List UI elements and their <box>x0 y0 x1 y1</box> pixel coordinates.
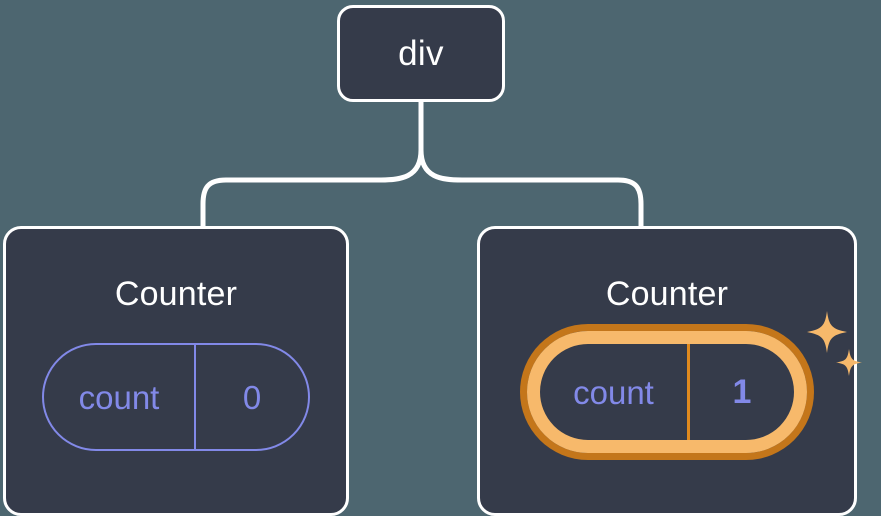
node-root-label: div <box>398 34 444 73</box>
connector-branch-right <box>418 147 644 229</box>
sparkles-group <box>807 311 862 376</box>
state-key-left: count <box>78 378 160 416</box>
state-pill-left[interactable]: count 0 <box>42 343 310 451</box>
node-counter-right[interactable]: Counter count 1 <box>477 226 862 516</box>
state-key-right: count <box>573 373 654 411</box>
sparkle-large-icon <box>807 311 847 353</box>
node-root-div[interactable]: div <box>337 5 505 102</box>
state-pill-right[interactable]: count 1 <box>527 331 807 453</box>
node-counter-right-title: Counter <box>605 275 729 313</box>
state-value-right: 1 <box>687 344 794 440</box>
diagram-canvas: div Counter count 0 Counter count 1 <box>3 5 862 516</box>
node-counter-left-title: Counter <box>114 275 238 313</box>
sparkle-small-icon <box>836 349 862 376</box>
state-pill-left-wrap: count 0 <box>42 311 310 451</box>
state-value-left: 0 <box>194 345 308 449</box>
state-pill-right-wrap: count 1 <box>527 311 862 453</box>
connector-branch-left <box>200 147 424 229</box>
node-counter-left[interactable]: Counter count 0 <box>3 226 349 516</box>
